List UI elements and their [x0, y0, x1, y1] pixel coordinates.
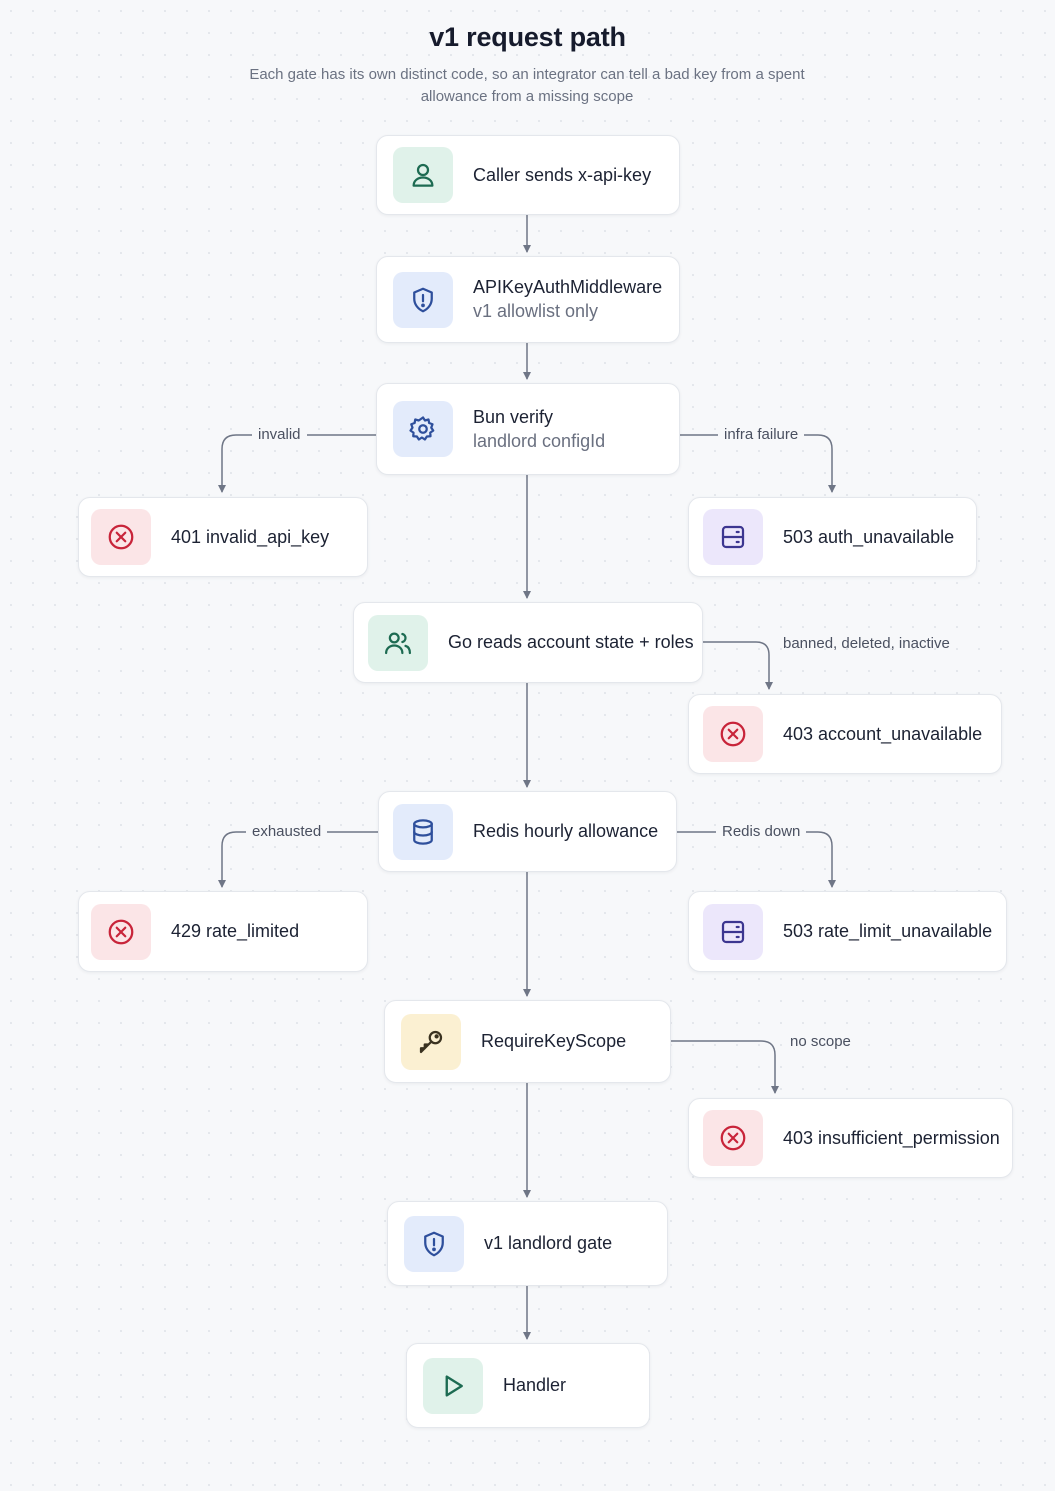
node-label: 403 account_unavailable [783, 723, 983, 744]
node-429-rate-limited: 429 rate_limited [78, 891, 368, 972]
node-label: Redis hourly allowance [473, 821, 659, 841]
gear-icon [393, 401, 453, 457]
shield-icon [393, 271, 453, 328]
node-401-invalid-api-key: 401 invalid_api_key [78, 497, 368, 577]
edge-label-infra-failure: infra failure [718, 426, 805, 444]
node-label: 429 rate_limited [171, 921, 300, 941]
node-label: APIKeyAuthMiddleware [473, 277, 663, 297]
node-403-account-unavailable: 403 account_unavailable [688, 694, 1002, 774]
node-handler: Handler [406, 1343, 650, 1428]
node-label: 503 auth_unavailable [783, 526, 955, 547]
diagram-title: v1 request path [429, 22, 626, 52]
node-redis-allowance: Redis hourly allowance [378, 791, 677, 872]
x-circle-icon [91, 509, 151, 565]
node-label: 503 rate_limit_unavailable [783, 921, 993, 941]
users-icon [368, 614, 428, 671]
node-label: 403 insufficient_permission [783, 1127, 1000, 1148]
node-caller: Caller sends x-api-key [376, 135, 680, 215]
database-icon [393, 803, 453, 860]
node-go-reads: Go reads account state + roles [353, 602, 703, 683]
node-403-insufficient-permission: 403 insufficient_permission [688, 1098, 1013, 1178]
node-sublabel: landlord configId [473, 430, 606, 451]
node-middleware: APIKeyAuthMiddleware v1 allowlist only [376, 256, 680, 343]
user-icon [393, 147, 453, 203]
edge-label-invalid: invalid [252, 426, 307, 444]
edge-no-scope [671, 1040, 779, 1094]
node-label: 401 invalid_api_key [171, 526, 330, 547]
edge-label-exhausted: exhausted [246, 823, 328, 841]
x-circle-icon [703, 1110, 763, 1166]
edge-banned [703, 641, 773, 690]
node-503-auth-unavailable: 503 auth_unavailable [688, 497, 977, 577]
node-bun-verify: Bun verify landlord configId [376, 383, 680, 475]
server-icon [703, 903, 763, 960]
node-label: Caller sends x-api-key [473, 164, 652, 185]
edge-redis-down [677, 831, 836, 888]
edge-label-redis-down: Redis down [716, 823, 807, 841]
node-sublabel: v1 allowlist only [473, 301, 599, 321]
node-label: Bun verify [473, 406, 554, 427]
edge-exhausted [218, 831, 378, 888]
key-icon [401, 1013, 461, 1070]
edge-label-no-scope: no scope [790, 1033, 851, 1050]
edge-infra-failure [680, 434, 836, 493]
shield-icon [404, 1215, 464, 1272]
server-icon [703, 509, 763, 565]
node-503-rate-limit-unavailable: 503 rate_limit_unavailable [688, 891, 1007, 972]
node-require-key-scope: RequireKeyScope [384, 1000, 671, 1083]
play-icon [423, 1357, 483, 1414]
node-label: Go reads account state + roles [448, 632, 694, 652]
node-label: Handler [503, 1375, 567, 1395]
edge-invalid [218, 434, 376, 493]
edge-label-banned: banned, deleted, inactive [783, 635, 950, 652]
node-label: RequireKeyScope [481, 1031, 627, 1051]
node-landlord-gate: v1 landlord gate [387, 1201, 668, 1286]
x-circle-icon [703, 706, 763, 762]
diagram-subtitle: Each gate has its own distinct code, so … [249, 66, 805, 105]
x-circle-icon [91, 903, 151, 960]
node-label: v1 landlord gate [484, 1233, 613, 1253]
